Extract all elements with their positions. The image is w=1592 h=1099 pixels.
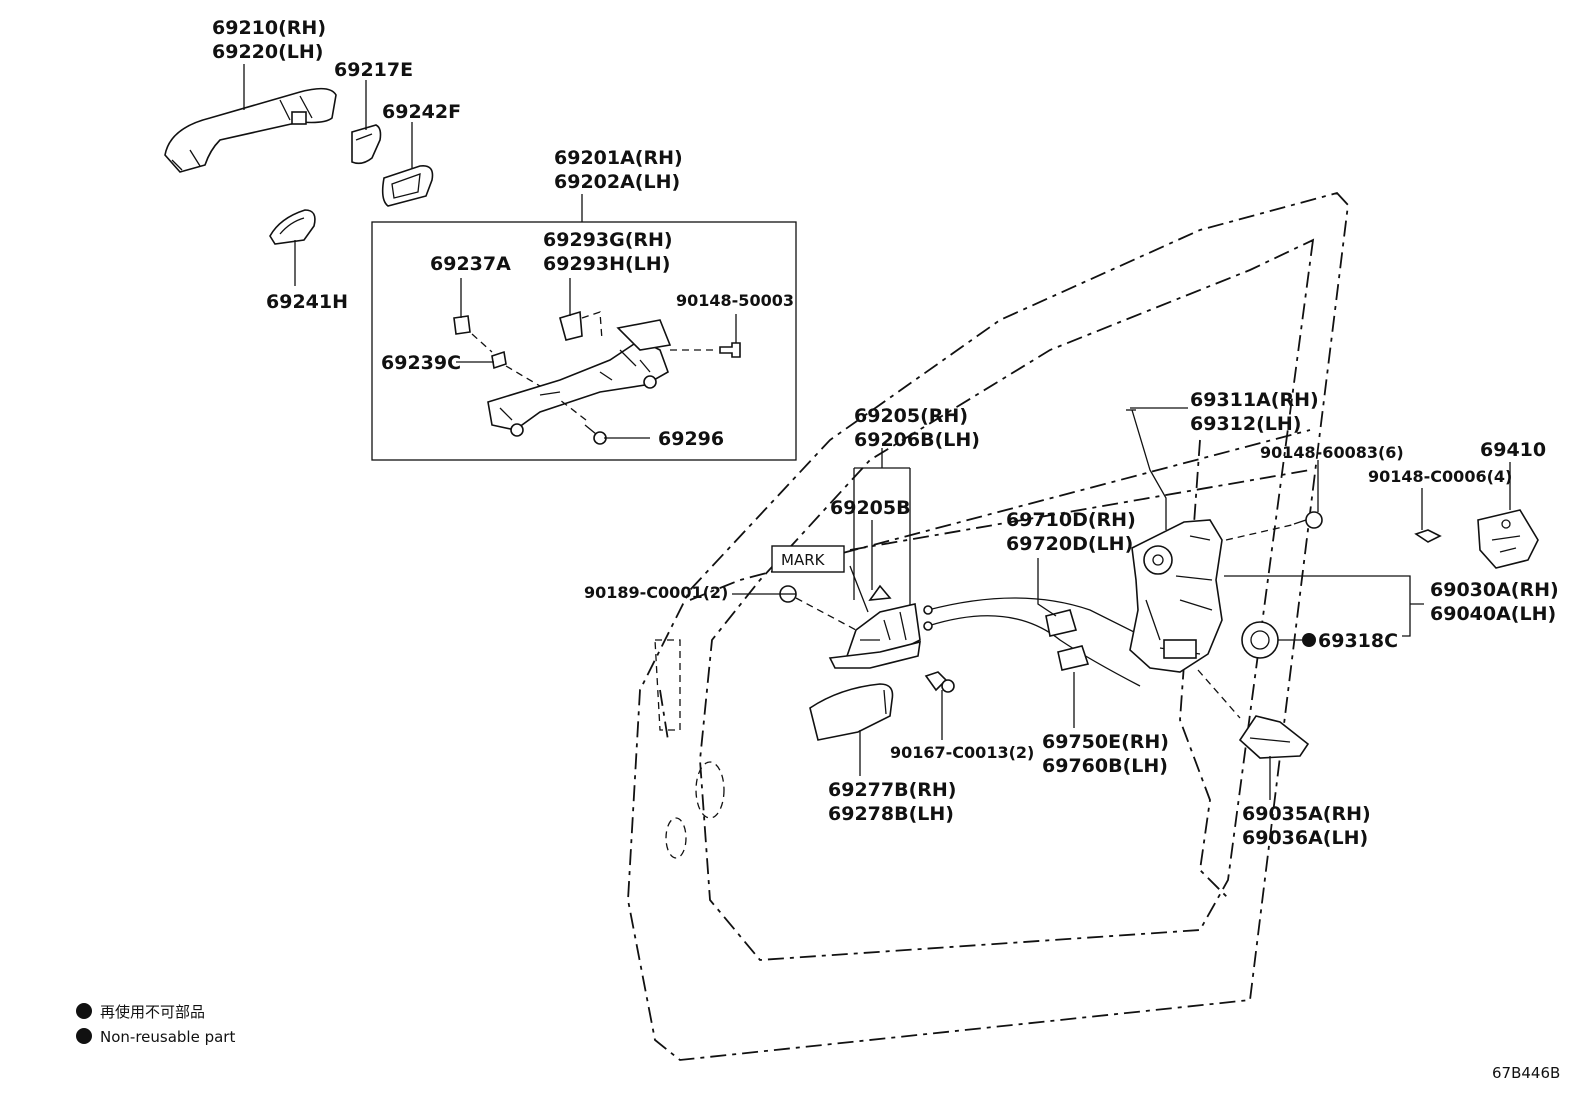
handle-pad [381, 164, 434, 207]
label-inside-handle-rh: 69205(RH) [854, 405, 968, 427]
mark-box [771, 545, 845, 573]
label-frame-cover-rh: 69293G(RH) [543, 229, 673, 251]
figure-code: 67B446B [1492, 1064, 1560, 1082]
frame-clip [453, 315, 471, 335]
label-striker: 69410 [1480, 439, 1546, 461]
label-striker-screw: 90148-C0006(4) [1368, 467, 1512, 486]
label-lock-assy-lh: 69040A(LH) [1430, 603, 1556, 625]
inside-door-handle [828, 584, 921, 669]
striker-screw [1414, 529, 1442, 543]
label-clip: 90189-C0001(2) [584, 583, 728, 602]
door-striker [1477, 509, 1539, 569]
label-rod-lh: 69312(LH) [1190, 413, 1301, 435]
legend-text-jp: 再使用不可部品 [100, 1003, 205, 1021]
label-handle-pad: 69242F [382, 101, 461, 123]
label-cylinder-pad: 69241H [266, 291, 348, 313]
outside-door-handle [164, 87, 337, 173]
label-handle-screw: 90167-C0013(2) [890, 743, 1034, 762]
label-lock-assy-rh: 69030A(RH) [1430, 579, 1559, 601]
frame-bolt [719, 342, 741, 358]
frame-pad [491, 350, 507, 370]
legend-bullet-en [76, 1028, 92, 1044]
label-bezel-rh: 69277B(RH) [828, 779, 956, 801]
legend-text-en: Non-reusable part [100, 1028, 235, 1046]
lock-cover [1238, 715, 1310, 759]
label-outside-handle-rh: 69210(RH) [212, 17, 326, 39]
inside-handle-bezel [809, 683, 894, 741]
cylinder-pad [269, 209, 316, 245]
non-reusable-marker [1302, 633, 1316, 647]
label-frame-cover-lh: 69293H(LH) [543, 253, 670, 275]
label-seal: 69318C [1318, 630, 1398, 652]
label-cable-front-rh: 69710D(RH) [1006, 509, 1136, 531]
label-frame-pad: 69239C [381, 352, 461, 374]
label-cable-rear-rh: 69750E(RH) [1042, 731, 1169, 753]
label-inside-handle-sub: 69205B [830, 497, 911, 519]
label-inside-handle-lh: 69206B(LH) [854, 429, 980, 451]
frame-screw [584, 424, 607, 445]
label-cable-front-lh: 69720D(LH) [1006, 533, 1133, 555]
label-cable-rear-lh: 69760B(LH) [1042, 755, 1168, 777]
label-outside-handle-lh: 69220(LH) [212, 41, 323, 63]
legend: 再使用不可部品 Non-reusable part [76, 1003, 235, 1046]
handle-screw [924, 671, 955, 693]
label-bezel-lh: 69278B(LH) [828, 803, 954, 825]
label-frame-screw: 69296 [658, 428, 724, 450]
lock-screw [1293, 511, 1323, 529]
label-handle-cover: 69217E [334, 59, 413, 81]
label-frame-assy-lh: 69202A(LH) [554, 171, 680, 193]
lock-seal [1241, 621, 1279, 659]
label-frame-clip: 69237A [430, 253, 511, 275]
outside-handle-frame [487, 310, 672, 437]
label-mark: MARK [781, 551, 826, 569]
door-panel-outline [627, 191, 1349, 1061]
label-frame-assy-rh: 69201A(RH) [554, 147, 683, 169]
label-lock-cover-lh: 69036A(LH) [1242, 827, 1368, 849]
handle-cover [351, 124, 382, 165]
legend-bullet-jp [76, 1003, 92, 1019]
clip [779, 585, 797, 603]
lock-rod [1126, 409, 1167, 530]
frame-assy-box [371, 221, 797, 461]
door-lock-assy [1129, 519, 1223, 673]
label-lock-screw: 90148-60083(6) [1260, 443, 1404, 462]
leader-lines [243, 64, 1511, 800]
label-frame-bolt: 90148-50003 [676, 291, 794, 310]
label-lock-cover-rh: 69035A(RH) [1242, 803, 1371, 825]
control-cables [923, 597, 1151, 687]
label-rod-rh: 69311A(RH) [1190, 389, 1319, 411]
